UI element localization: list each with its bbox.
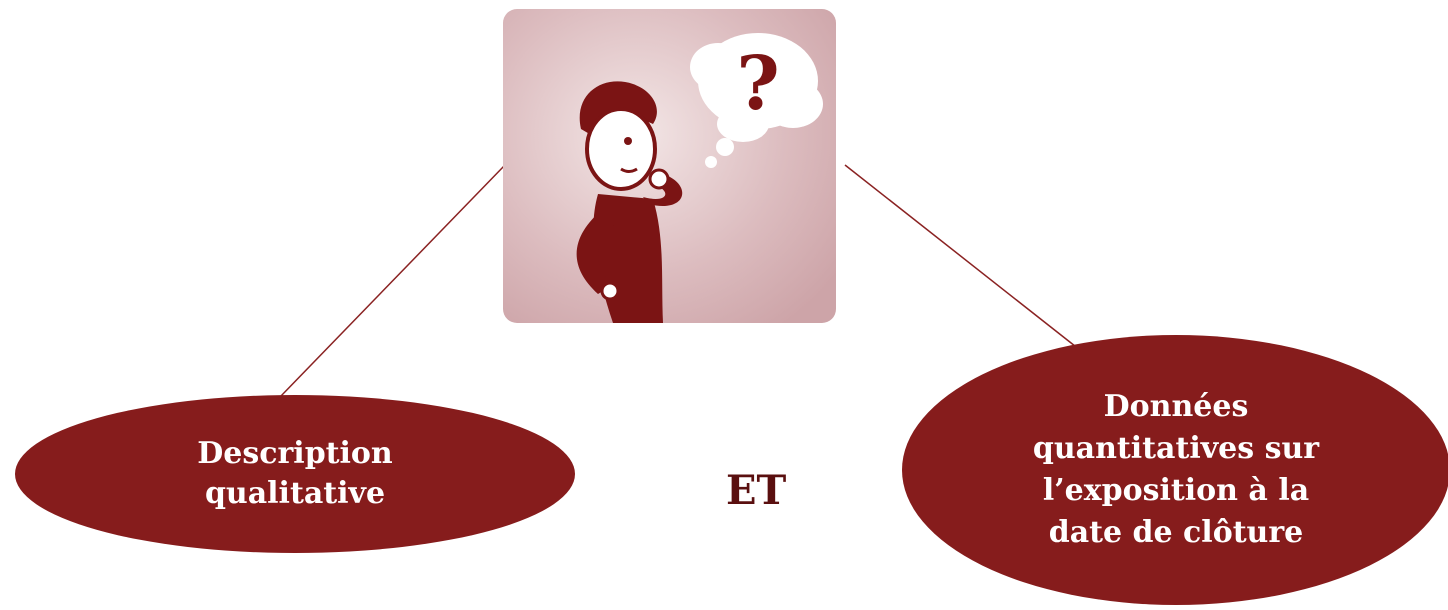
person-figure xyxy=(576,81,683,323)
question-mark-icon: ? xyxy=(736,41,779,127)
right-node-line-4: date de clôture xyxy=(1048,515,1304,550)
right-node-line-2: quantitatives sur xyxy=(1032,431,1320,466)
left-node-line-1: Description xyxy=(197,436,393,471)
qualitative-description-text: Description qualitative xyxy=(197,434,393,514)
thought-bubble: ? xyxy=(690,33,823,168)
thinking-person-illustration: ? xyxy=(503,9,836,323)
quantitative-data-text: Données quantitatives sur l’exposition à… xyxy=(1033,386,1319,554)
quantitative-data-node: Données quantitatives sur l’exposition à… xyxy=(902,335,1448,605)
qualitative-description-node: Description qualitative xyxy=(15,395,575,553)
right-node-line-3: l’exposition à la xyxy=(1042,473,1310,508)
thinking-person-icon: ? xyxy=(503,9,836,323)
right-connector-line xyxy=(844,164,1081,351)
left-node-line-2: qualitative xyxy=(204,476,386,511)
and-connector-word: ET xyxy=(726,467,787,514)
left-connector-line xyxy=(279,164,506,398)
right-node-line-1: Données xyxy=(1103,389,1249,424)
